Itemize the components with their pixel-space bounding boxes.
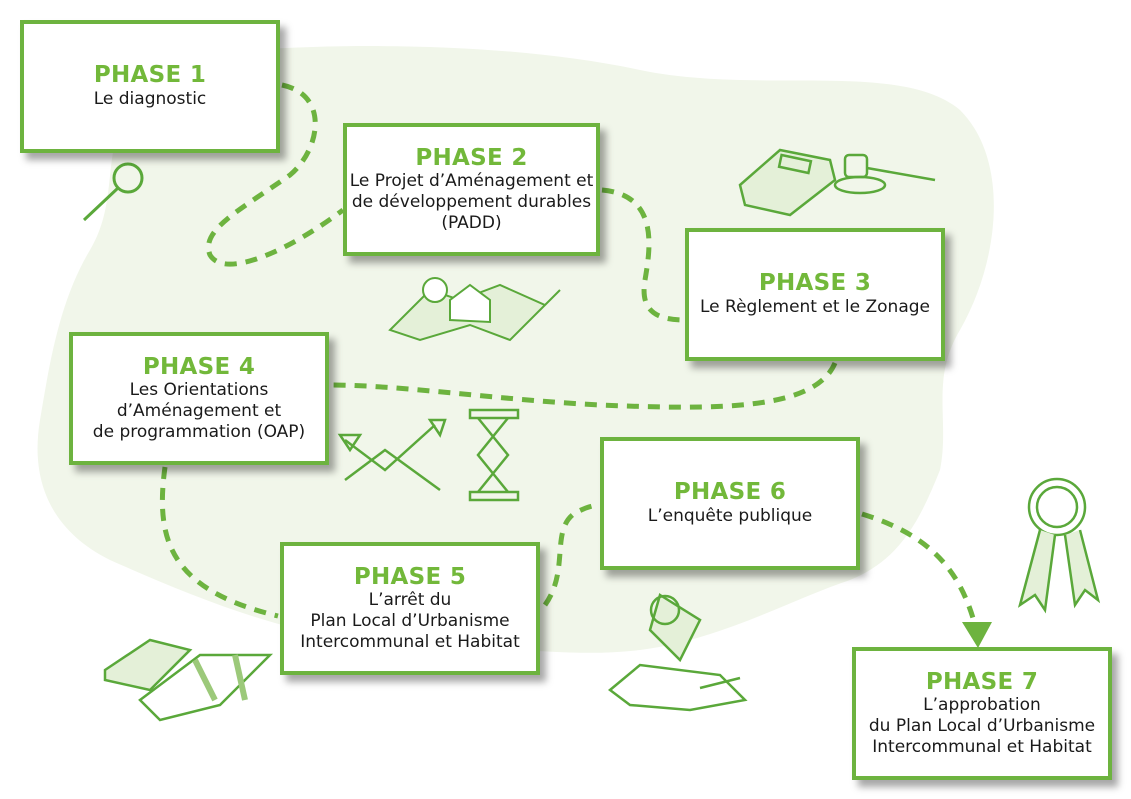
megaphone-notebook-icon [607,593,748,712]
connector-6-7 [861,511,978,626]
phase-5-box: PHASE 5 L’arrêt du Plan Local d’Urbanism… [280,542,540,675]
connector-1-2 [206,82,345,267]
phase-3-title: PHASE 3 [758,270,872,297]
phase-1-box: PHASE 1 Le diagnostic [20,20,280,153]
phase-7-title: PHASE 7 [925,668,1039,695]
phase-5-description: L’arrêt du Plan Local d’Urbanisme Interc… [300,590,520,652]
phase-7-description: L’approbation du Plan Local d’Urbanisme … [868,695,1096,757]
phase-5-title: PHASE 5 [353,563,467,590]
phase-3-box: PHASE 3 Le Règlement et le Zonage [685,228,945,361]
phase-6-description: L’enquête publique [647,505,813,526]
award-ribbon-icon [1017,477,1101,614]
magnifier-icon [82,162,144,222]
arrowhead-icon [962,622,992,648]
phase-7-box: PHASE 7 L’approbation du Plan Local d’Ur… [852,647,1112,780]
connector-4-5 [159,466,279,619]
phase-1-title: PHASE 1 [93,62,207,89]
phase-6-box: PHASE 6 L’enquête publique [600,437,860,570]
phase-2-title: PHASE 2 [415,144,528,171]
phase-4-title: PHASE 4 [142,353,256,380]
phase-2-box: PHASE 2 Le Projet d’Aménagement et de dé… [343,123,600,256]
book-map-icon [103,638,274,722]
connector-3-4 [330,361,838,410]
phase-1-description: Le diagnostic [93,88,207,109]
phase-3-description: Le Règlement et le Zonage [700,296,930,317]
book-gavel-icon [738,148,936,217]
map-house-icon [388,277,561,342]
phase-4-box: PHASE 4 Les Orientations d’Aménagement e… [69,332,329,465]
phase-4-description: Les Orientations d’Aménagement et de pro… [92,380,306,442]
phase-2-description: Le Projet d’Aménagement et de développem… [349,171,594,233]
phase-6-title: PHASE 6 [673,479,787,506]
connector-2-3 [601,187,686,323]
connector-5-6 [542,502,601,607]
arrows-hourglass-icon [337,408,520,502]
